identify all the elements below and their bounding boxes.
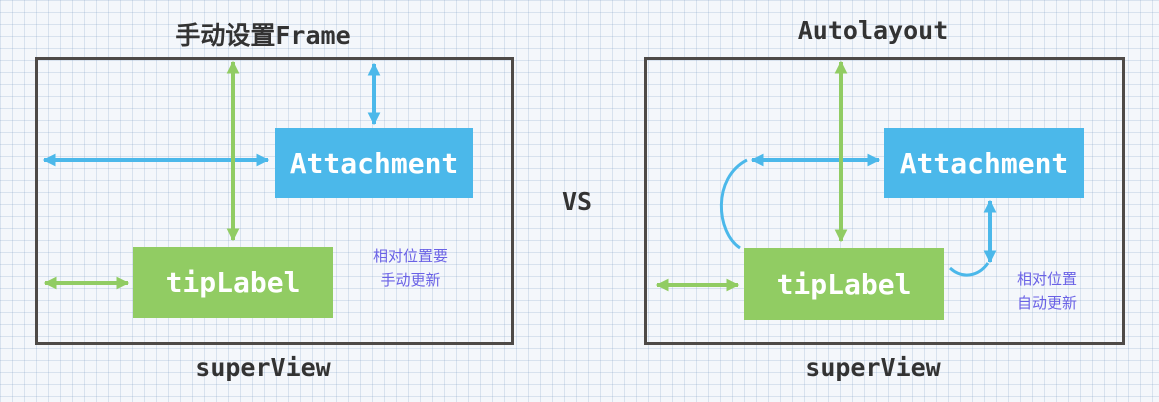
right-title: Autolayout bbox=[797, 16, 949, 45]
left-note: 相对位置要 手动更新 bbox=[373, 244, 448, 292]
right-bottom-connection-curve bbox=[948, 262, 990, 277]
right-attachment-box: Attachment bbox=[884, 128, 1084, 198]
right-note-line2: 自动更新 bbox=[1017, 294, 1078, 312]
left-title: 手动设置Frame bbox=[175, 21, 351, 50]
right-tiplabel-box: tipLabel bbox=[744, 248, 944, 320]
right-note-line1: 相对位置 bbox=[1017, 270, 1078, 288]
left-superview-frame bbox=[35, 57, 514, 345]
vs-label: VS bbox=[561, 187, 593, 216]
left-attachment-box: Attachment bbox=[275, 128, 473, 198]
left-note-line1: 相对位置要 bbox=[373, 247, 449, 265]
right-left-connection-curve bbox=[719, 158, 748, 250]
left-container-label: superView bbox=[195, 353, 331, 382]
left-note-line2: 手动更新 bbox=[380, 271, 441, 289]
left-tiplabel-box: tipLabel bbox=[133, 247, 333, 318]
right-container-label: superView bbox=[805, 353, 941, 382]
right-note: 相对位置 自动更新 bbox=[1017, 267, 1077, 315]
right-superview-frame bbox=[644, 57, 1125, 345]
